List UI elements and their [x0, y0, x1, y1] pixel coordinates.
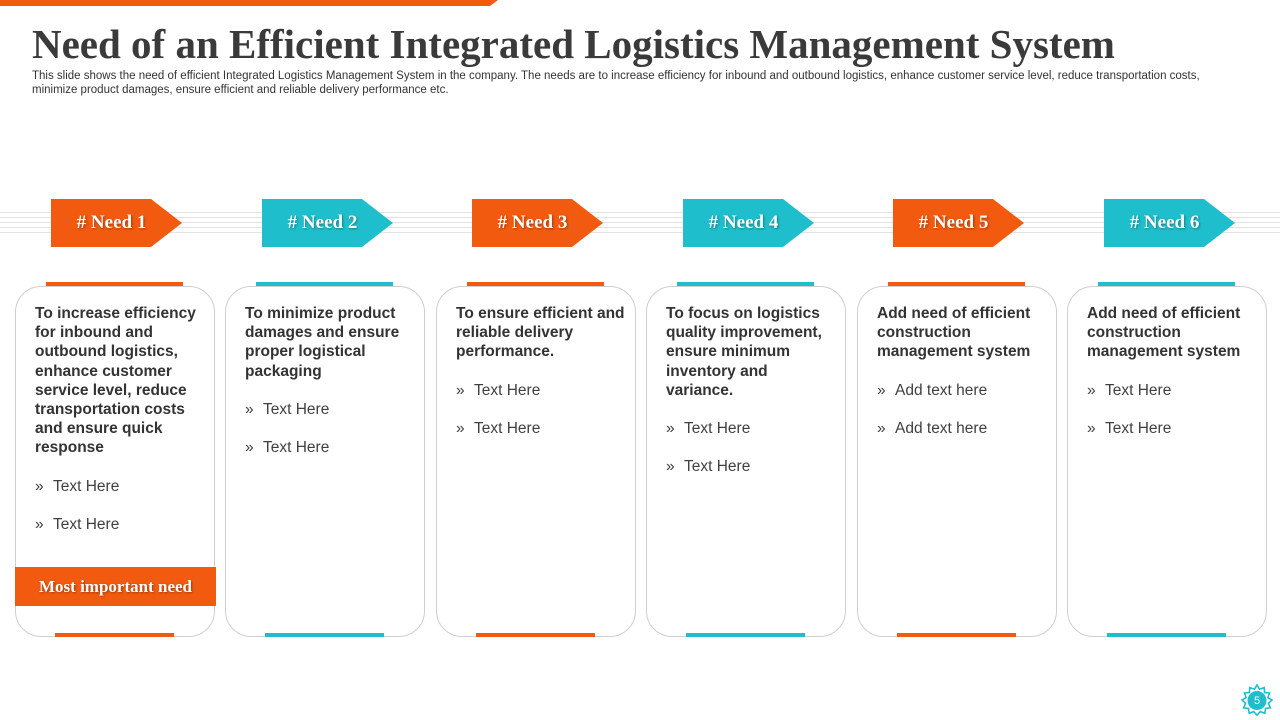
slide-title: Need of an Efficient Integrated Logistic…: [32, 21, 1115, 67]
need-5-bottom-accent: [897, 633, 1016, 637]
need-4-bottom-accent: [686, 633, 805, 637]
need-3-top-accent: [467, 282, 604, 286]
top-accent-bar: [0, 0, 498, 6]
need-5-card: Add need of efficient construction manag…: [857, 286, 1057, 637]
need-2-arrow-label: # Need 2: [262, 199, 393, 247]
bullet-text: Text Here: [474, 381, 541, 399]
need-5-heading: Add need of efficient construction manag…: [877, 305, 1031, 361]
need-4-card-body: To focus on logistics quality improvemen…: [666, 304, 836, 476]
bullet-text: Text Here: [684, 420, 751, 438]
need-2-bottom-accent: [265, 633, 384, 637]
double-chevron-right-icon: »: [1087, 381, 1096, 399]
need-6-card: Add need of efficient construction manag…: [1067, 286, 1267, 637]
double-chevron-right-icon: »: [245, 439, 254, 457]
need-5-top-accent: [888, 282, 1025, 286]
bullet-text: Text Here: [263, 400, 330, 418]
need-1-bullet-2: » Text Here: [35, 515, 205, 534]
double-chevron-right-icon: »: [666, 420, 675, 438]
need-6-card-body: Add need of efficient construction manag…: [1087, 304, 1257, 438]
need-4-card: To focus on logistics quality improvemen…: [646, 286, 846, 637]
double-chevron-right-icon: »: [456, 381, 465, 399]
need-2-card: To minimize product damages and ensure p…: [225, 286, 425, 637]
need-1-top-accent: [46, 282, 183, 286]
need-3-card-body: To ensure efficient and reliable deliver…: [456, 304, 626, 438]
need-3-bottom-accent: [476, 633, 595, 637]
need-1-arrow-label: # Need 1: [51, 199, 182, 247]
need-6-bullet-1: » Text Here: [1087, 381, 1257, 400]
need-5-arrow-label: # Need 5: [893, 199, 1024, 247]
double-chevron-right-icon: »: [35, 515, 44, 533]
bullet-text: Text Here: [684, 458, 751, 476]
need-1-bullet-1: » Text Here: [35, 477, 205, 496]
need-3-heading: To ensure efficient and reliable deliver…: [456, 305, 625, 361]
need-3-card: To ensure efficient and reliable deliver…: [436, 286, 636, 637]
need-5-bullet-1: » Add text here: [877, 381, 1047, 400]
gear-icon: [1240, 683, 1274, 717]
double-chevron-right-icon: »: [666, 458, 675, 476]
need-4-top-accent: [677, 282, 814, 286]
need-5-bullet-2: » Add text here: [877, 419, 1047, 438]
timeline-stripes: [0, 212, 1280, 236]
need-6-top-accent: [1098, 282, 1235, 286]
need-6-heading: Add need of efficient construction manag…: [1087, 305, 1241, 361]
need-2-bullet-2: » Text Here: [245, 438, 415, 457]
need-3-bullet-1: » Text Here: [456, 381, 626, 400]
double-chevron-right-icon: »: [245, 400, 254, 418]
need-4-bullet-2: » Text Here: [666, 457, 836, 476]
need-4-heading: To focus on logistics quality improvemen…: [666, 305, 822, 399]
bullet-text: Text Here: [1105, 381, 1172, 399]
need-2-bullet-1: » Text Here: [245, 400, 415, 419]
double-chevron-right-icon: »: [35, 477, 44, 495]
double-chevron-right-icon: »: [456, 419, 465, 437]
bullet-text: Text Here: [53, 477, 120, 495]
bullet-text: Text Here: [263, 439, 330, 457]
need-1-card-body: To increase efficiency for inbound and o…: [35, 304, 205, 534]
most-important-badge: Most important need: [15, 567, 216, 606]
slide-subtitle: This slide shows the need of efficient I…: [32, 70, 1200, 96]
double-chevron-right-icon: »: [877, 419, 886, 437]
need-4-arrow-label: # Need 4: [683, 199, 814, 247]
need-2-card-body: To minimize product damages and ensure p…: [245, 304, 415, 457]
bullet-text: Add text here: [895, 419, 988, 437]
bullet-text: Text Here: [53, 515, 120, 533]
need-6-bullet-2: » Text Here: [1087, 419, 1257, 438]
bullet-text: Text Here: [1105, 419, 1172, 437]
need-6-arrow-label: # Need 6: [1104, 199, 1235, 247]
need-2-top-accent: [256, 282, 393, 286]
double-chevron-right-icon: »: [877, 381, 886, 399]
need-2-heading: To minimize product damages and ensure p…: [245, 305, 400, 380]
bullet-text: Text Here: [474, 419, 541, 437]
need-1-heading: To increase efficiency for inbound and o…: [35, 305, 196, 457]
page-number: 5: [1253, 695, 1261, 707]
need-6-bottom-accent: [1107, 633, 1226, 637]
need-3-arrow-label: # Need 3: [472, 199, 603, 247]
double-chevron-right-icon: »: [1087, 419, 1096, 437]
need-5-card-body: Add need of efficient construction manag…: [877, 304, 1047, 438]
need-4-bullet-1: » Text Here: [666, 419, 836, 438]
need-3-bullet-2: » Text Here: [456, 419, 626, 438]
bullet-text: Add text here: [895, 381, 988, 399]
need-1-card: To increase efficiency for inbound and o…: [15, 286, 216, 637]
need-1-bottom-accent: [55, 633, 174, 637]
